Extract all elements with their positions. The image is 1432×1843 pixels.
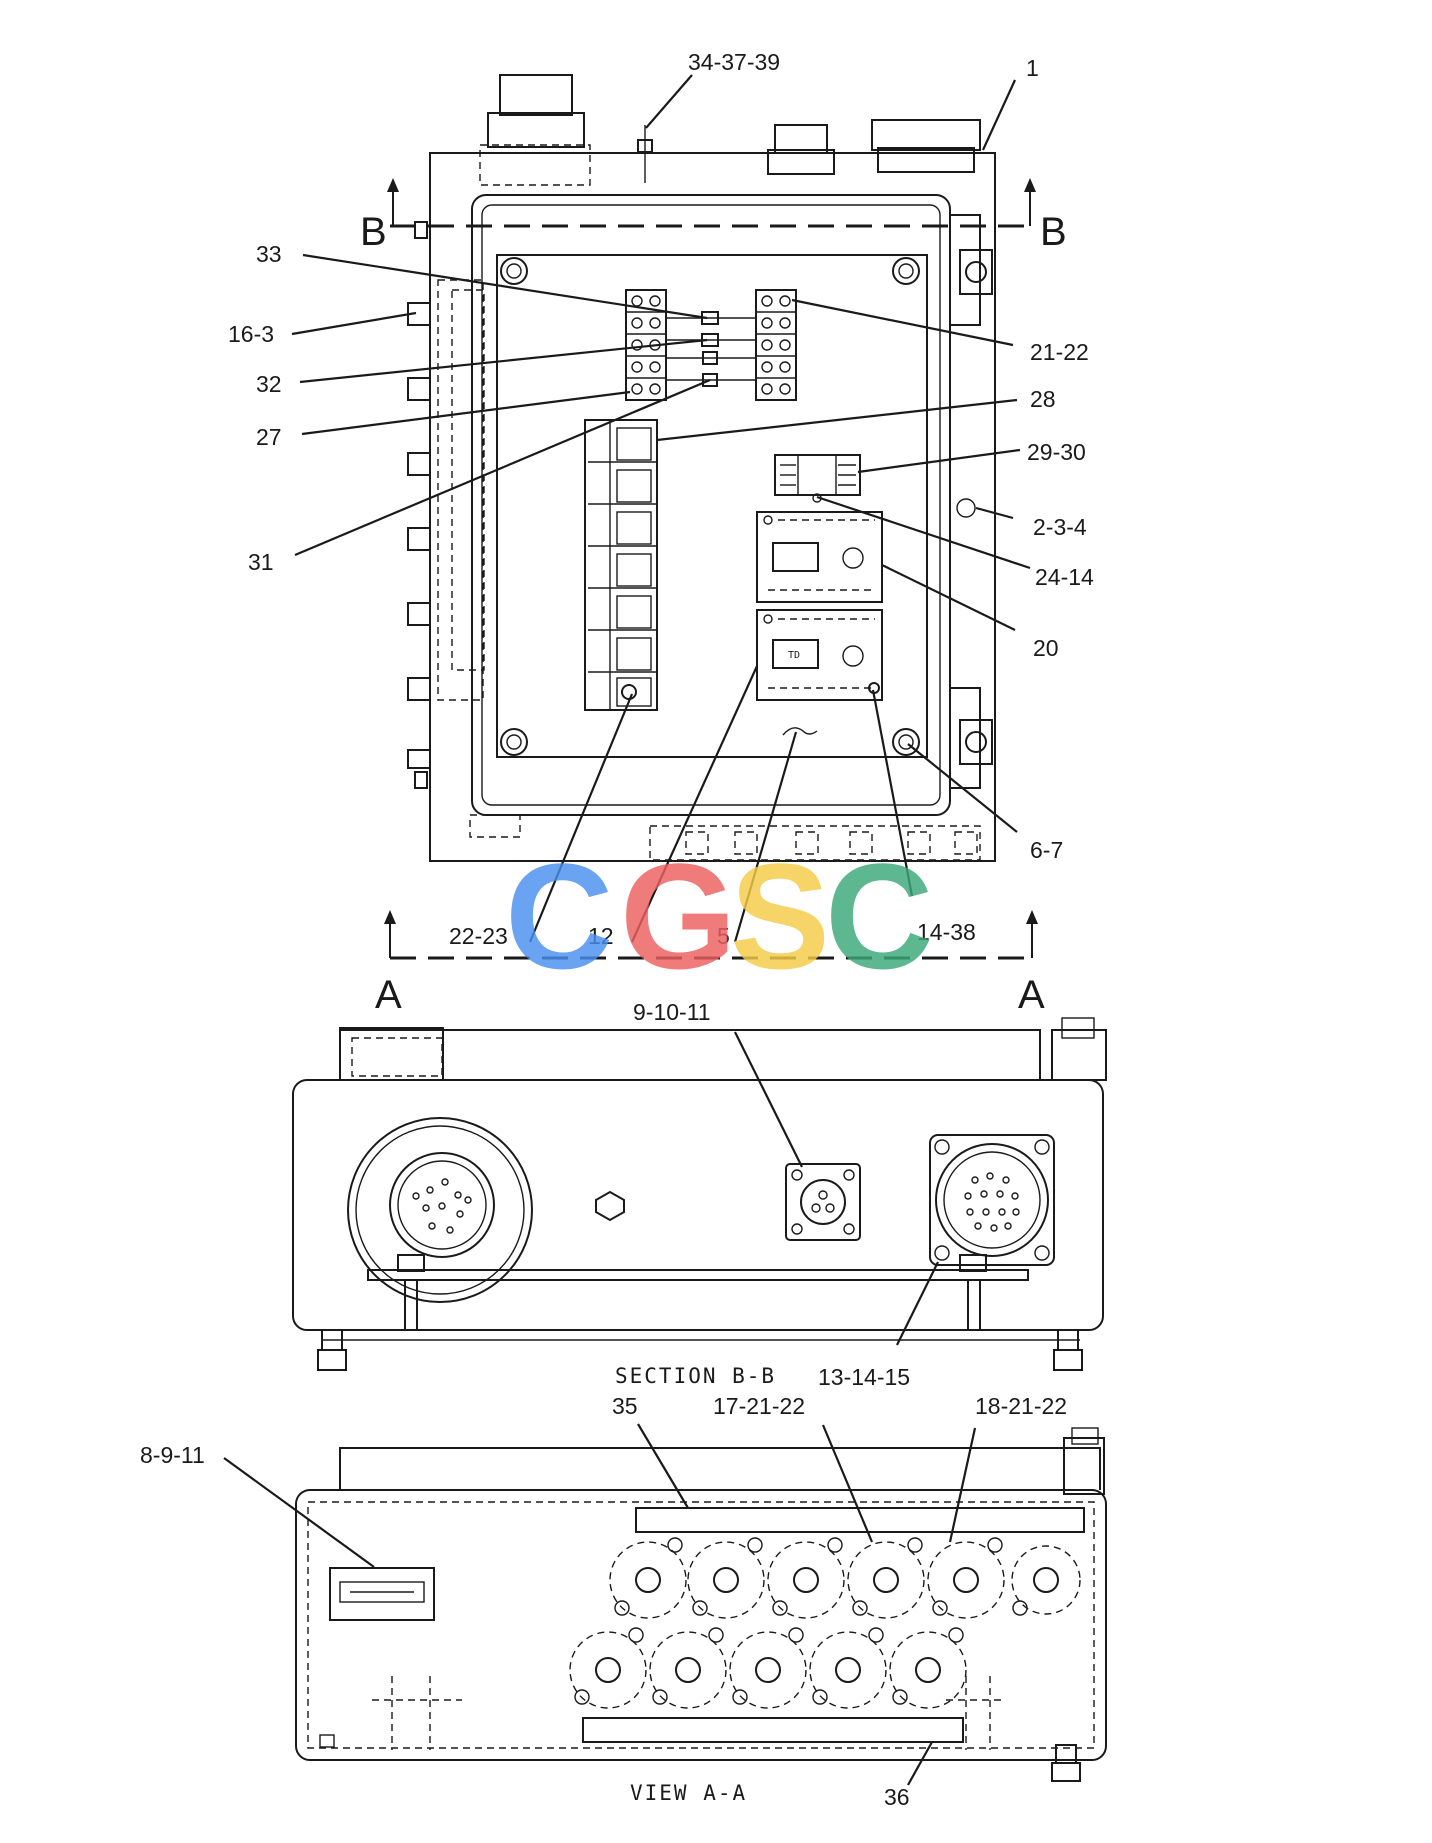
section-bb-caption: SECTION B-B xyxy=(615,1364,776,1388)
indicator-knockout xyxy=(956,498,976,518)
relay-bank xyxy=(584,419,658,711)
callout-1: 1 xyxy=(1026,55,1039,81)
callout-28: 28 xyxy=(1030,386,1056,412)
fuse-jumpers xyxy=(666,311,756,387)
watermark-letter-g: G xyxy=(620,832,737,1000)
timer-module-upper xyxy=(756,511,883,603)
small-receptacle xyxy=(329,1567,435,1621)
timer-display-label: TD xyxy=(788,650,800,661)
enclosure-door-frame xyxy=(471,194,951,816)
callout-27: 27 xyxy=(256,424,282,450)
right-hinges xyxy=(949,214,993,789)
callout-14-38: 14-38 xyxy=(917,919,976,945)
bottom-gland-strip xyxy=(469,814,981,861)
callout-2-3-4: 2-3-4 xyxy=(1033,514,1087,540)
enclosure-body xyxy=(429,152,996,862)
watermark-logo: C G S C xyxy=(505,832,933,1000)
control-relay xyxy=(774,454,861,503)
callout-35: 35 xyxy=(612,1393,638,1419)
section-line-aa: A A xyxy=(375,910,1045,1017)
callout-31: 31 xyxy=(248,549,274,575)
three-pin-connector xyxy=(785,1163,861,1241)
callout-34-37-39: 34-37-39 xyxy=(688,49,780,75)
callout-32: 32 xyxy=(256,371,282,397)
callout-6-7: 6-7 xyxy=(1030,837,1063,863)
section-mark-a-left: A xyxy=(375,973,402,1017)
watermark-letter-c1: C xyxy=(505,832,613,1000)
callout-17-21-22: 17-21-22 xyxy=(713,1393,805,1419)
callout-16-3: 16-3 xyxy=(228,321,274,347)
section-mark-b-right: B xyxy=(1040,210,1067,254)
section-mark-b-left: B xyxy=(360,210,387,254)
hex-nut xyxy=(595,1190,625,1222)
label-strip-bottom xyxy=(582,1717,964,1743)
callout-22-23: 22-23 xyxy=(449,923,508,949)
label-strip-top xyxy=(635,1507,1085,1533)
terminal-blocks-right xyxy=(755,289,797,401)
callout-8-9-11: 8-9-11 xyxy=(140,1442,205,1468)
panel-mounting-screws xyxy=(500,257,920,756)
section-line-bb: B B xyxy=(360,178,1067,254)
callout-29-30: 29-30 xyxy=(1027,439,1086,465)
callout-20: 20 xyxy=(1033,635,1059,661)
round-connector-large xyxy=(347,1117,533,1303)
callout-18-21-22: 18-21-22 xyxy=(975,1393,1067,1419)
leader-lines xyxy=(223,74,1031,1786)
timer-module-lower: TD xyxy=(756,609,883,701)
watermark-letter-c2: C xyxy=(825,832,933,1000)
section-mark-a-right: A xyxy=(1018,973,1045,1017)
callout-21-22: 21-22 xyxy=(1030,339,1089,365)
ground-wire xyxy=(782,727,818,736)
callout-labels: 1 34-37-39 33 16-3 32 27 31 21-22 28 29-… xyxy=(140,49,1094,1810)
watermark-letter-s: S xyxy=(730,832,830,1000)
cable-glands xyxy=(569,1537,1081,1709)
left-cable-strip xyxy=(407,221,485,789)
enclosure-front-view: TD xyxy=(407,74,996,862)
callout-9-10-11: 9-10-11 xyxy=(633,999,711,1025)
multi-pin-connector xyxy=(929,1134,1055,1266)
mounting-panel xyxy=(496,254,928,758)
view-aa: VIEW A-A xyxy=(295,1427,1107,1805)
callout-36: 36 xyxy=(884,1784,910,1810)
callout-24-14: 24-14 xyxy=(1035,564,1094,590)
callout-5: 5 xyxy=(717,923,730,949)
callout-33: 33 xyxy=(256,241,282,267)
callout-13-14-15: 13-14-15 xyxy=(818,1364,910,1390)
view-aa-caption: VIEW A-A xyxy=(630,1781,747,1805)
callout-12: 12 xyxy=(588,923,614,949)
top-connectors xyxy=(479,74,981,186)
section-bb-view: SECTION B-B xyxy=(292,1017,1107,1388)
